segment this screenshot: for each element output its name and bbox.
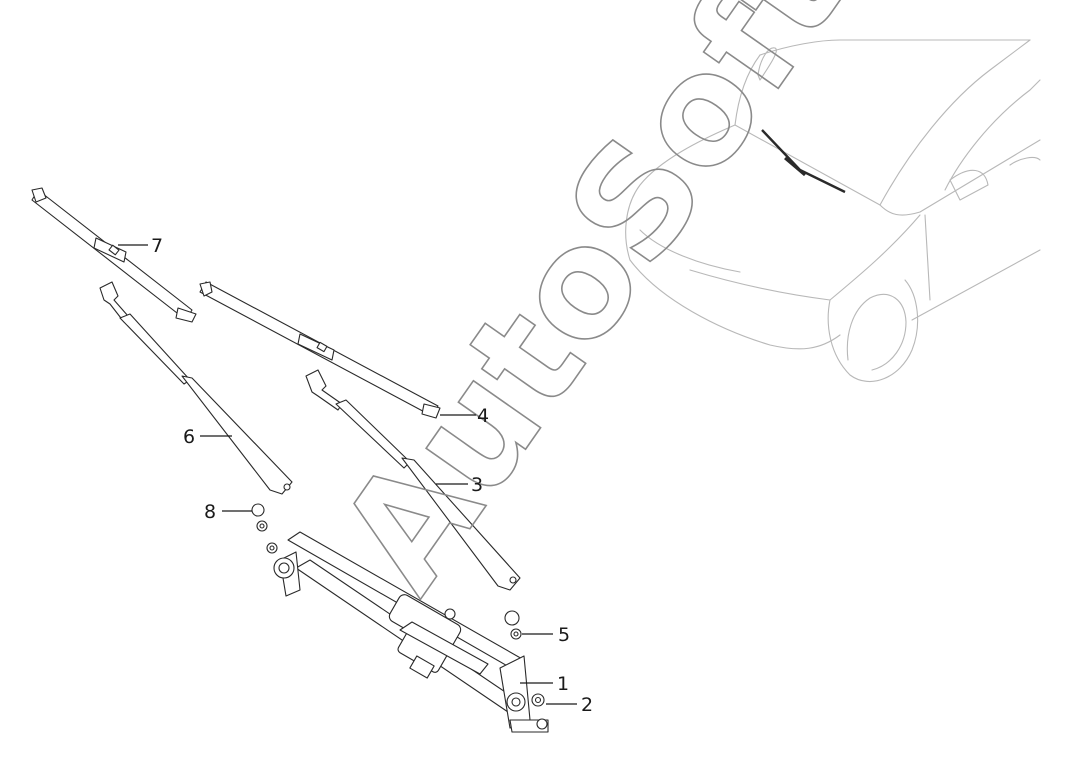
vehicle-outline bbox=[625, 39, 1041, 383]
wiper-blade-left bbox=[31, 187, 197, 323]
callout-3: 3 bbox=[471, 474, 483, 496]
wiper-linkage-motor-assembly bbox=[273, 531, 549, 733]
callout-7: 7 bbox=[151, 235, 163, 257]
callout-labels: 7 6 4 3 8 5 1 2 bbox=[151, 235, 593, 716]
wiper-arm-left bbox=[99, 281, 293, 495]
cap-and-nut-right bbox=[504, 610, 522, 640]
callout-2: 2 bbox=[581, 694, 593, 716]
callout-5: 5 bbox=[558, 624, 570, 646]
svg-text:AutoSoft: AutoSoft bbox=[307, 0, 877, 621]
wiper-arm-right bbox=[305, 369, 521, 591]
wiper-blade-right bbox=[199, 281, 441, 419]
leader-lines bbox=[118, 244, 577, 705]
nut-2 bbox=[531, 693, 545, 707]
callout-8: 8 bbox=[204, 501, 216, 523]
cap-and-nut-left bbox=[251, 503, 278, 554]
callout-1: 1 bbox=[557, 673, 569, 695]
callout-6: 6 bbox=[183, 426, 195, 448]
watermark: AutoSoft bbox=[306, 0, 878, 621]
callout-4: 4 bbox=[477, 405, 489, 427]
